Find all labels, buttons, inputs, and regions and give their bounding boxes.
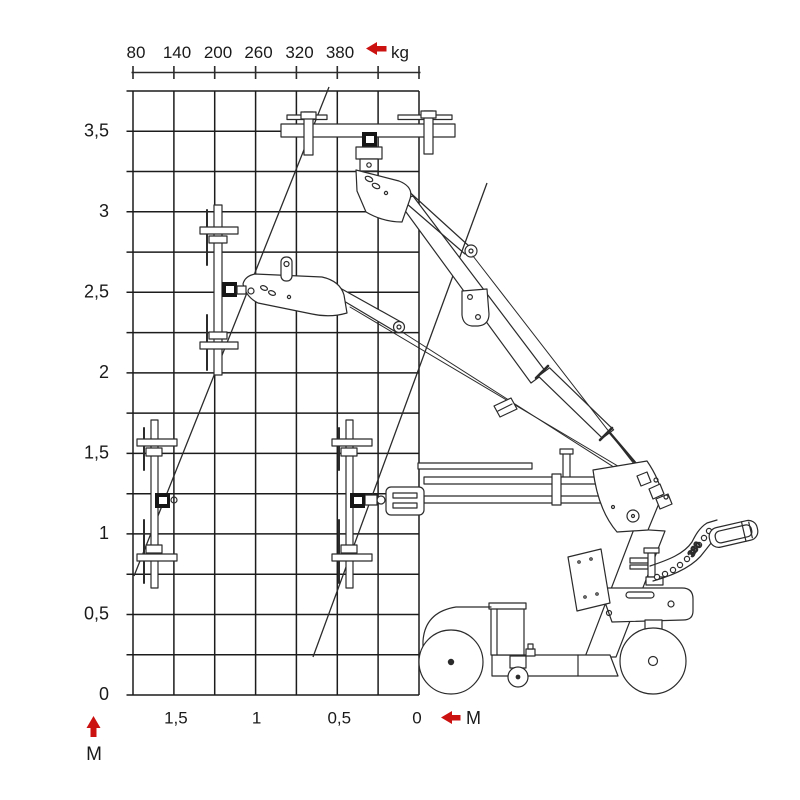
top-axis-label-140: 140 <box>163 43 191 62</box>
pad-frame-mid <box>199 204 255 376</box>
top-axis-unit: kg <box>391 43 409 62</box>
handle-grip <box>708 519 759 548</box>
bottom-axis-label-1-5: 1,5 <box>164 709 188 728</box>
bottom-axis-label-0-5: 0,5 <box>327 709 351 728</box>
envelope-line-right <box>312 182 488 658</box>
pad-frame-top <box>280 110 456 223</box>
front-fender <box>422 606 492 658</box>
arrow-left-icon <box>366 42 387 55</box>
left-axis-label-0-5: 0,5 <box>84 604 109 624</box>
rear-body <box>599 587 694 623</box>
left-axis-label-1: 1 <box>99 523 109 543</box>
arrow-left-icon <box>441 711 461 724</box>
top-axis-label-380: 380 <box>326 43 354 62</box>
battery-box <box>490 606 525 656</box>
left-axis-label-2: 2 <box>99 362 109 382</box>
boom-top-position <box>397 187 651 481</box>
left-axis-ticks <box>126 90 133 696</box>
top-axis-line <box>131 66 421 79</box>
left-axis-label-2-5: 2,5 <box>84 282 109 302</box>
pad-frame-low-right <box>331 419 373 589</box>
top-axis-label-260: 260 <box>244 43 272 62</box>
arrow-up-icon <box>86 716 101 737</box>
top-axis-label-200: 200 <box>204 43 232 62</box>
left-axis-label-3-5: 3,5 <box>84 121 109 141</box>
pad-frame-low-left <box>136 419 178 589</box>
top-axis-label-320: 320 <box>285 43 313 62</box>
left-axis-label-3: 3 <box>99 201 109 221</box>
height-axis-unit: M <box>86 744 102 765</box>
boom-pivot-cluster <box>636 471 673 510</box>
boom-mid-position <box>242 256 646 488</box>
left-axis: 3,5 3 2,5 2 1,5 1 0,5 0 <box>84 121 109 705</box>
top-axis: 80 140 200 260 320 380 kg <box>127 42 421 79</box>
ballast-box <box>567 548 611 612</box>
bottom-axis-label-1: 1 <box>252 709 261 728</box>
machine-illustration: 380 <box>136 110 759 695</box>
top-axis-label-80: 80 <box>127 43 146 62</box>
left-axis-label-1-5: 1,5 <box>84 443 109 463</box>
reach-envelope-lines <box>133 86 488 658</box>
bottom-axis-label-0: 0 <box>412 709 421 728</box>
bottom-axis: 1,5 1 0,5 0 M <box>164 708 481 728</box>
machine-body: 380 <box>418 460 759 695</box>
height-axis-unit-group: M <box>86 716 102 765</box>
left-axis-label-0: 0 <box>99 684 109 704</box>
boom-low-position <box>364 448 605 516</box>
bottom-axis-unit: M <box>466 708 481 728</box>
